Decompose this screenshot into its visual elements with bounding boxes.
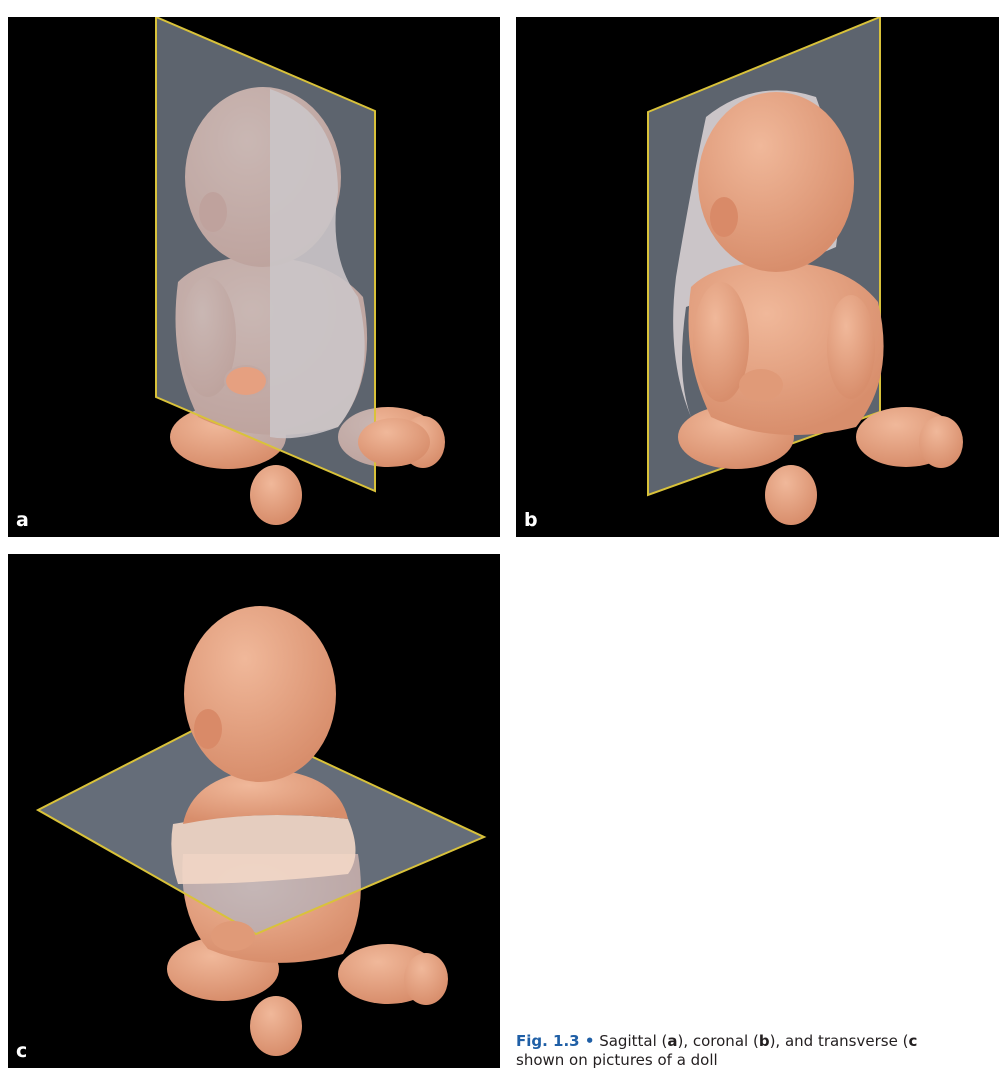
caption-text-2: ), coronal ( bbox=[677, 1032, 758, 1050]
doll-transverse-illustration bbox=[8, 554, 500, 1068]
caption-line-2: shown on pictures of a doll bbox=[516, 1051, 999, 1070]
caption-ref-a: a bbox=[667, 1032, 677, 1050]
figure-panel-b: b bbox=[516, 17, 999, 537]
panel-label-a: a bbox=[16, 511, 29, 530]
figure-caption: Fig. 1.3 • Sagittal (a), coronal (b), an… bbox=[516, 1032, 999, 1070]
figure-panel-a: a bbox=[8, 17, 500, 537]
caption-ref-b: b bbox=[759, 1032, 770, 1050]
caption-text-3: ), and transverse ( bbox=[770, 1032, 909, 1050]
figure-number-label: Fig. 1.3 • bbox=[516, 1032, 594, 1050]
caption-text-1: Sagittal ( bbox=[594, 1032, 667, 1050]
doll-coronal-illustration bbox=[516, 17, 999, 537]
caption-line-1: Fig. 1.3 • Sagittal (a), coronal (b), an… bbox=[516, 1032, 999, 1051]
panel-label-c: c bbox=[16, 1042, 27, 1061]
panel-label-b: b bbox=[524, 511, 538, 530]
doll-sagittal-illustration bbox=[8, 17, 500, 537]
caption-ref-c: c bbox=[908, 1032, 917, 1050]
figure-panel-c: c bbox=[8, 554, 500, 1068]
